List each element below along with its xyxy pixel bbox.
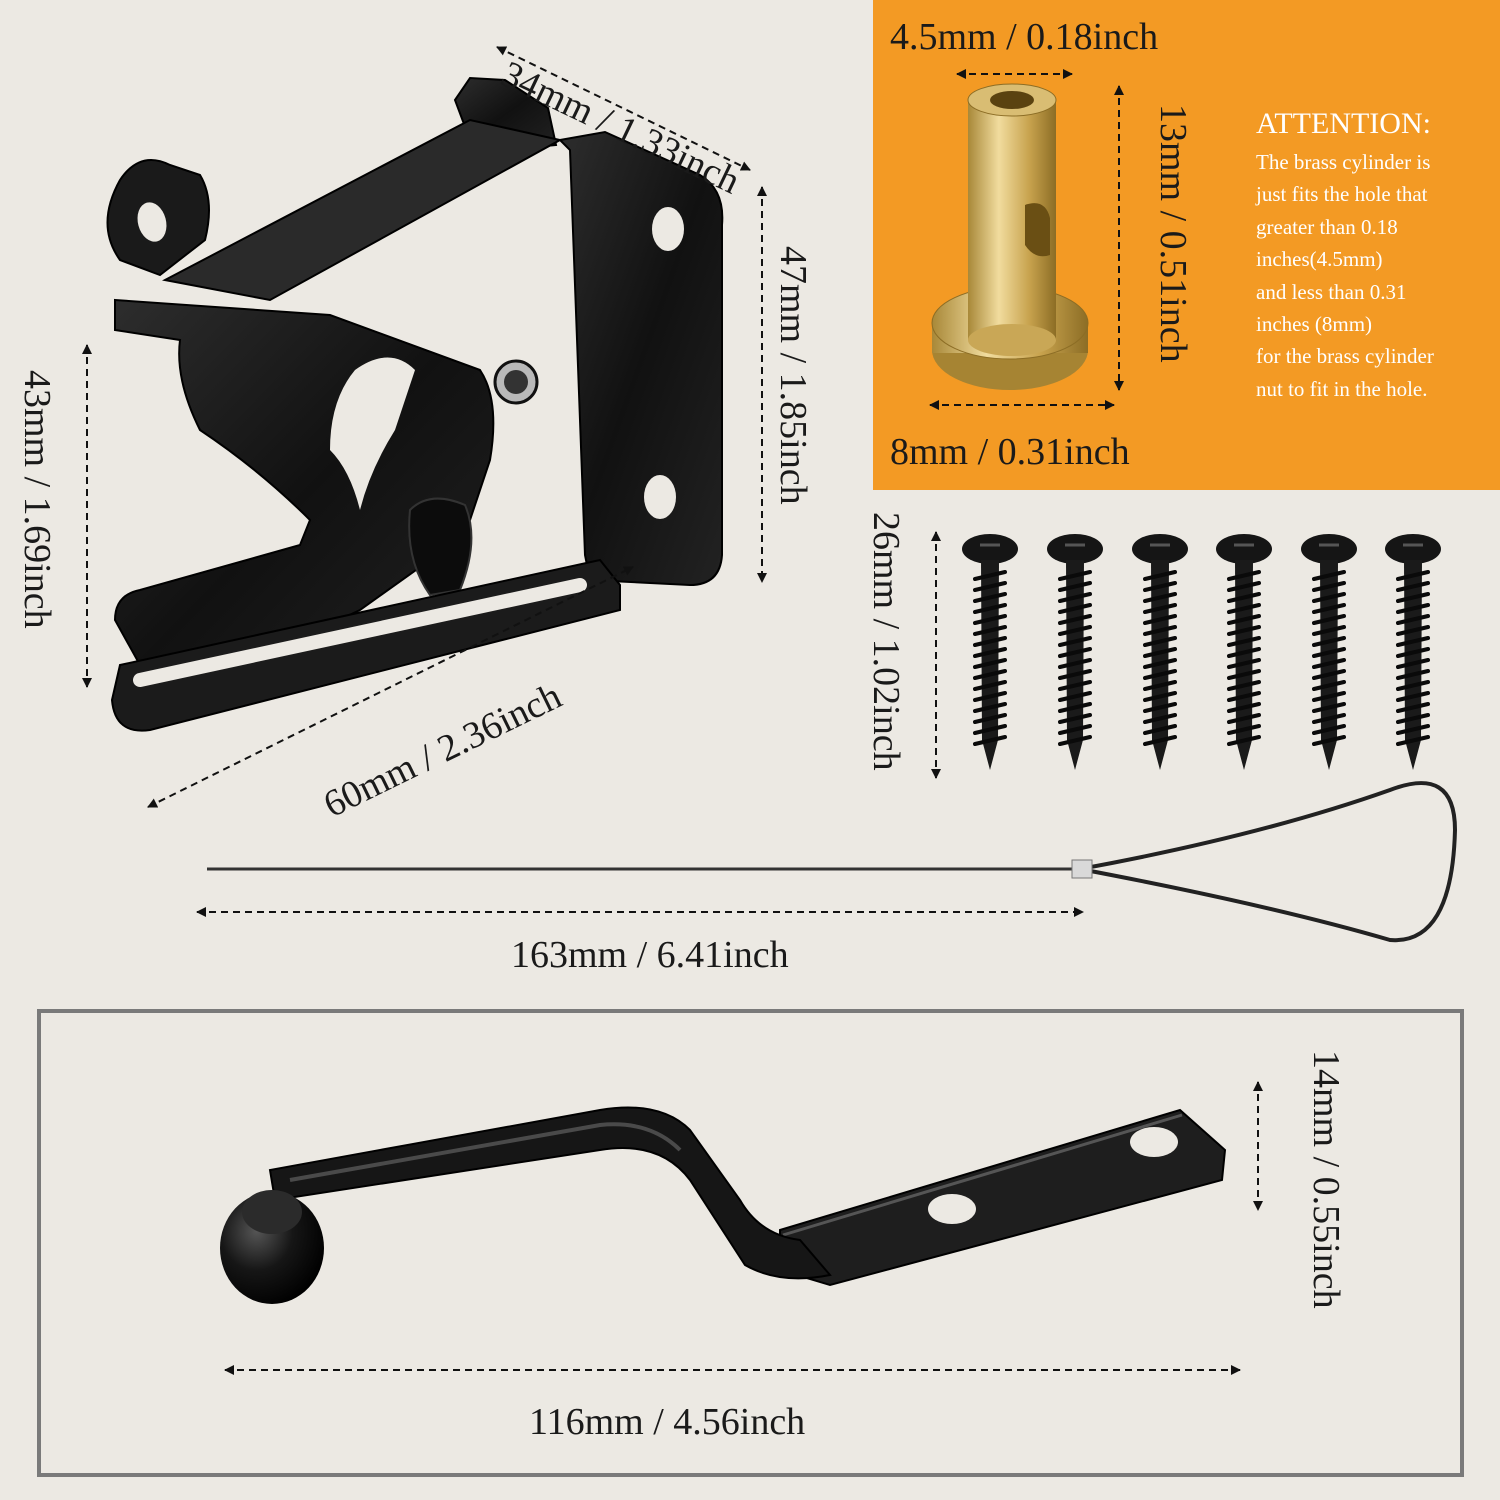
attention-text: The brass cylinder is just fits the hole… bbox=[1256, 146, 1496, 405]
cable-dimension: 163mm / 6.41inch bbox=[511, 934, 789, 976]
attention-line: nut to fit in the hole. bbox=[1256, 376, 1428, 401]
attention-line: for the brass cylinder bbox=[1256, 344, 1434, 369]
latch-right-dimension: 47mm / 1.85inch bbox=[772, 246, 814, 505]
handle-length-dimension: 116mm / 4.56inch bbox=[529, 1401, 806, 1443]
gate-latch bbox=[106, 76, 724, 732]
pull-cable bbox=[207, 781, 1458, 943]
brass-dimension-lines bbox=[929, 69, 1124, 410]
attention-line: just fits the hole that bbox=[1256, 182, 1428, 207]
handle-height-dimension: 14mm / 0.55inch bbox=[1305, 1050, 1347, 1309]
attention-line: inches (8mm) bbox=[1256, 312, 1373, 337]
handle-frame bbox=[37, 1009, 1464, 1477]
latch-left-dimension: 43mm / 1.69inch bbox=[16, 370, 58, 629]
attention-line: and less than 0.31 bbox=[1256, 279, 1407, 304]
brass-height-dimension: 13mm / 0.51inch bbox=[1152, 104, 1194, 363]
attention-line: inches(4.5mm) bbox=[1256, 247, 1383, 272]
latch-handle bbox=[220, 1106, 1227, 1304]
screw bbox=[1132, 534, 1188, 770]
brass-top-dimension: 4.5mm / 0.18inch bbox=[890, 16, 1159, 58]
attention-line: The brass cylinder is bbox=[1256, 150, 1431, 174]
brass-cylinder bbox=[931, 83, 1089, 390]
screw bbox=[1047, 534, 1103, 770]
attention-title: ATTENTION: bbox=[1256, 107, 1431, 140]
screws-group bbox=[962, 534, 1441, 770]
attention-line: greater than 0.18 bbox=[1256, 214, 1398, 239]
screw bbox=[1385, 534, 1441, 770]
handle-dimension-lines bbox=[224, 1081, 1263, 1375]
screw bbox=[1301, 534, 1357, 770]
screw bbox=[1216, 534, 1272, 770]
brass-bottom-dimension: 8mm / 0.31inch bbox=[890, 431, 1130, 473]
screw-dimension: 26mm / 1.02inch bbox=[865, 512, 907, 771]
screw bbox=[962, 534, 1018, 770]
latch-dimension-lines bbox=[82, 46, 767, 808]
